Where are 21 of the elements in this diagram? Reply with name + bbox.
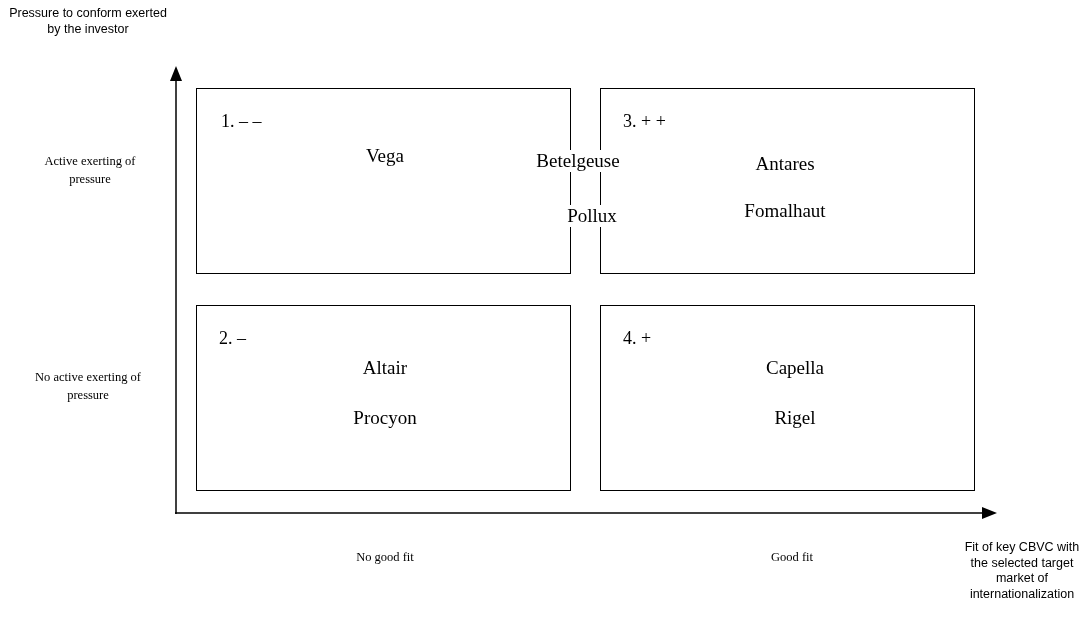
quadrant-box (600, 305, 975, 491)
axis-tick-label: Active exerting of pressure (43, 153, 137, 189)
company-name: Antares (755, 153, 815, 175)
company-name: Capella (766, 357, 824, 379)
company-name: Fomalhaut (744, 200, 826, 222)
quadrant-number: 4. + (623, 328, 652, 349)
company-name: Vega (366, 145, 404, 167)
axis-tick-label: Good fit (770, 549, 814, 566)
company-name: Betelgeuse (535, 150, 621, 172)
axis-title: Pressure to conform exerted by the investor (8, 6, 168, 38)
company-name: Rigel (774, 407, 816, 429)
company-name: Pollux (566, 205, 618, 227)
quadrant-number: 2. – (219, 328, 246, 349)
axis-tick-label: No active exerting of pressure (34, 369, 142, 405)
company-name: Procyon (353, 407, 417, 429)
quadrant-number: 3. + + (623, 111, 666, 132)
axis-tick-label: No good fit (355, 549, 415, 566)
axis-title: Fit of key CBVC with the selected target market of internationalization (963, 540, 1081, 603)
company-name: Altair (362, 357, 408, 379)
quadrant-box (196, 305, 571, 491)
quadrant-number: 1. – – (221, 111, 262, 132)
